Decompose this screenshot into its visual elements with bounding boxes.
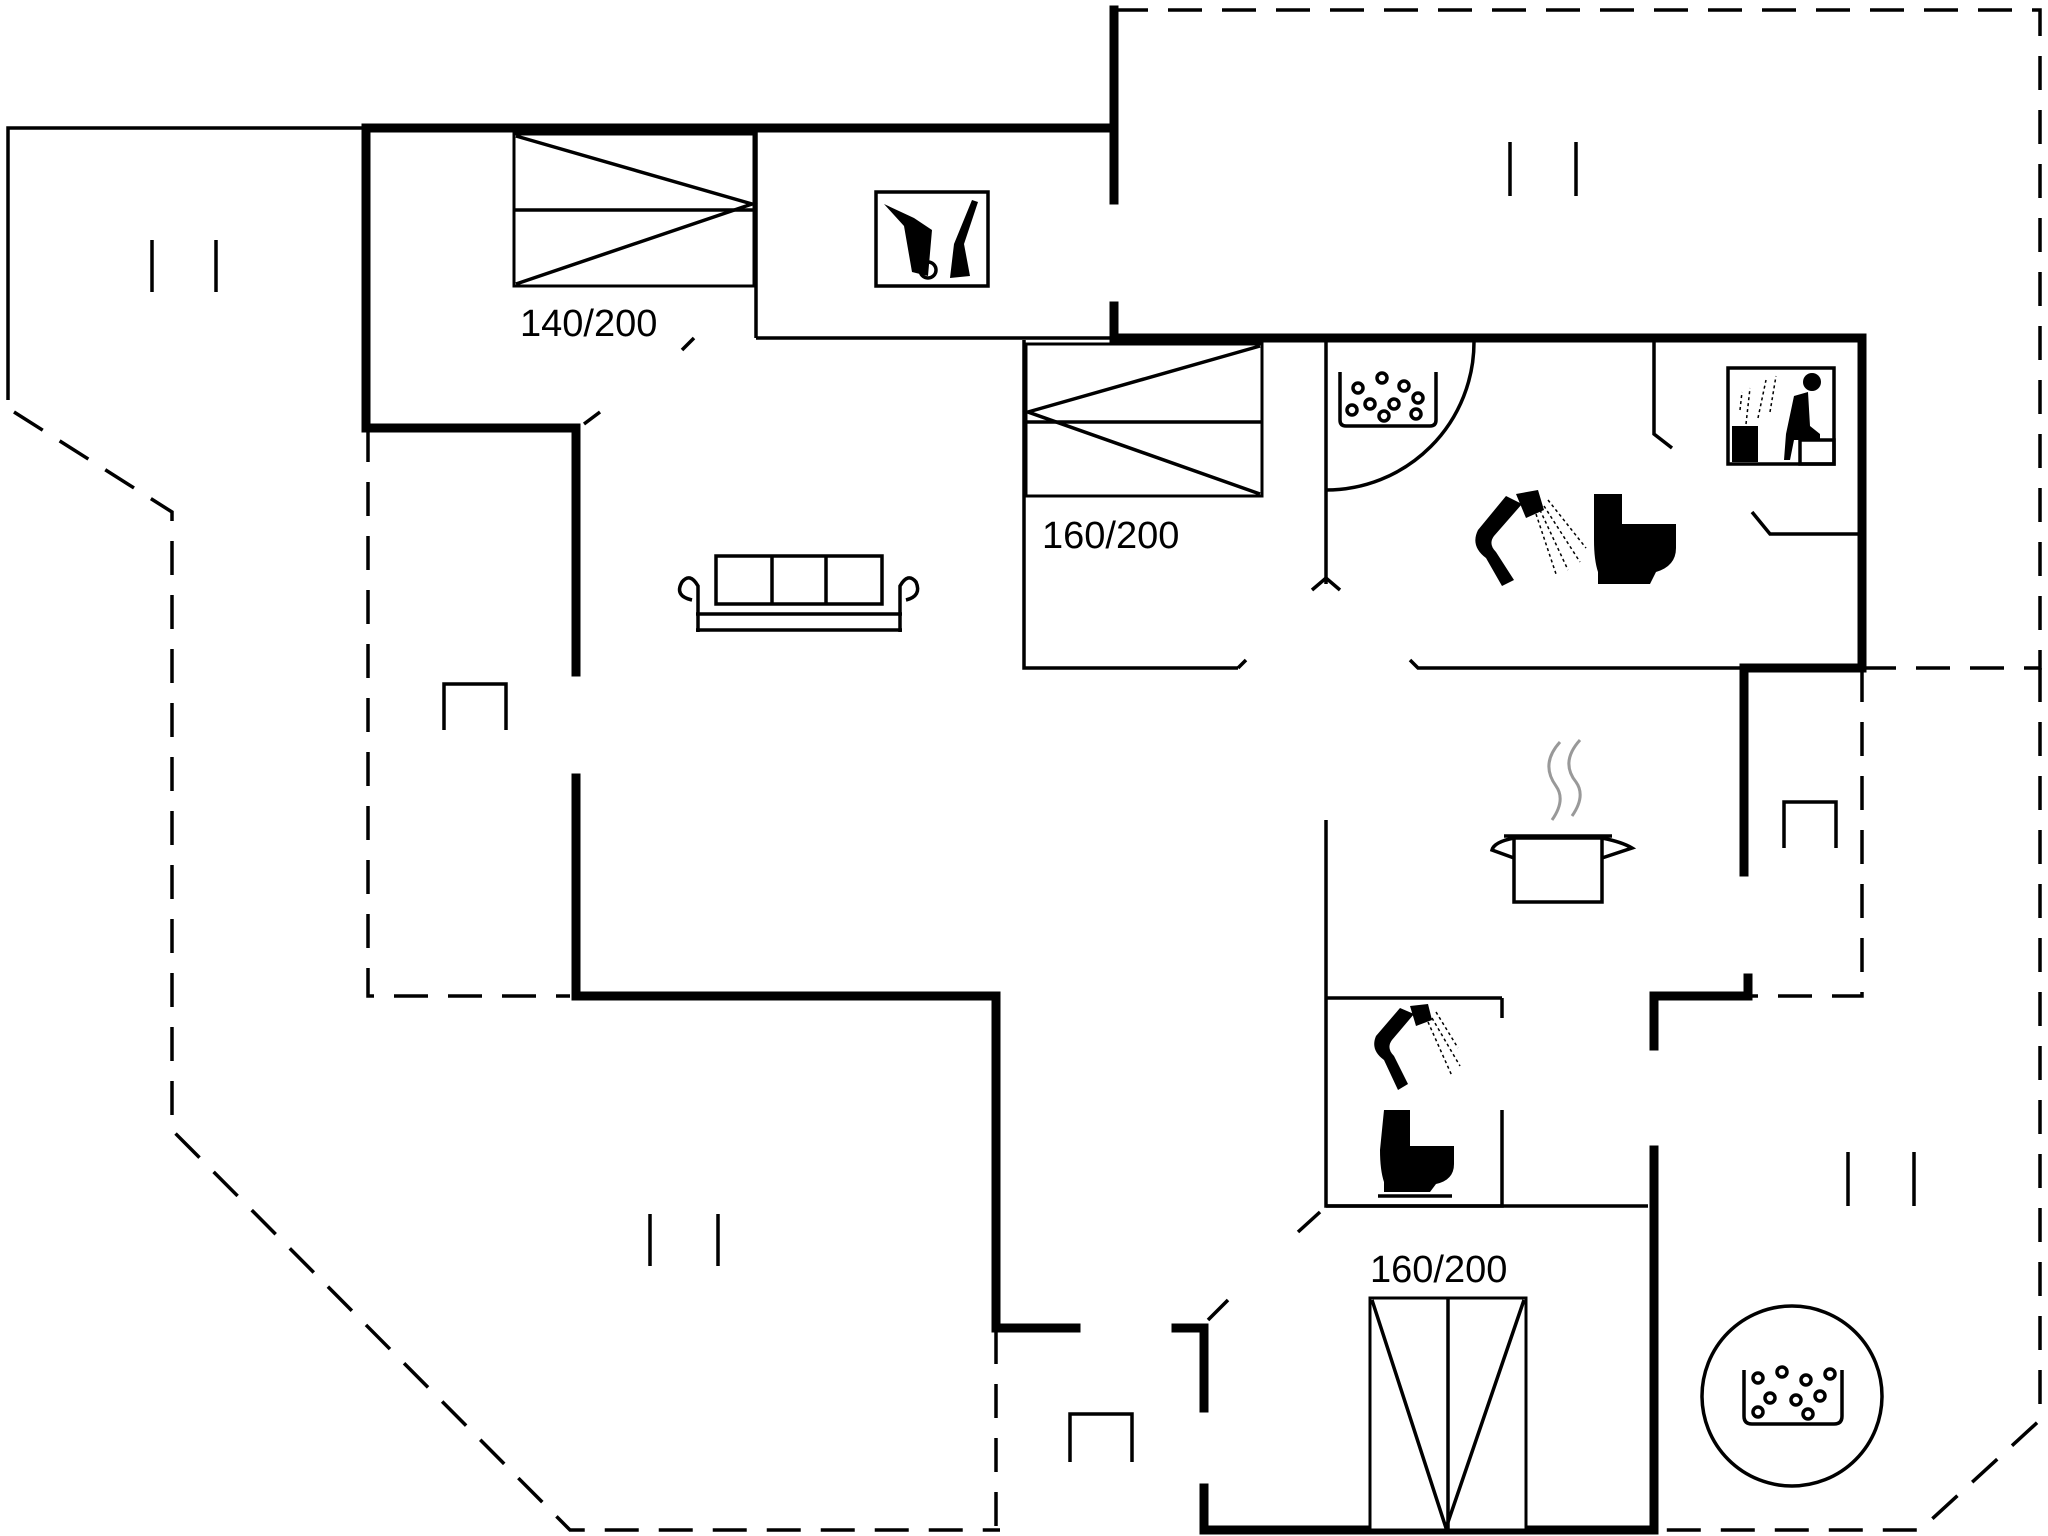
right-terrace-dashed bbox=[1660, 668, 2042, 1532]
bunk-bed-140: 140/200 bbox=[512, 132, 758, 345]
chair-icon bbox=[442, 682, 508, 730]
left-terrace-edge bbox=[6, 126, 366, 400]
utility-room-icon bbox=[874, 190, 990, 288]
whirlpool-icon bbox=[1338, 371, 1438, 428]
interior-walls bbox=[582, 132, 1862, 1322]
left-porch-dashed bbox=[366, 428, 570, 998]
shower-icon bbox=[1374, 1004, 1461, 1090]
toilet-icon bbox=[1378, 1110, 1454, 1198]
hot-tub-icon bbox=[1700, 1304, 1884, 1488]
double-bed-160: 160/200 bbox=[1368, 1249, 1528, 1534]
terrace-marker-icon bbox=[648, 1214, 720, 1266]
terrace-marker-icon bbox=[150, 240, 218, 292]
top-right-terrace-dashed bbox=[1114, 8, 2042, 670]
bed-size-label: 140/200 bbox=[520, 303, 657, 345]
terrace-marker-icon bbox=[1846, 1152, 1916, 1206]
chair-icon bbox=[1068, 1412, 1134, 1462]
bed-size-label: 160/200 bbox=[1370, 1249, 1507, 1291]
kitchen-pot-icon bbox=[1489, 738, 1637, 904]
bunk-bed-160: 160/200 bbox=[1022, 342, 1264, 557]
left-terrace-dashed bbox=[13, 410, 1000, 1532]
right-porch-dashed bbox=[1748, 668, 1864, 998]
sofa-icon bbox=[677, 554, 920, 632]
sauna-icon bbox=[1726, 366, 1836, 466]
toilet-icon bbox=[1594, 494, 1676, 584]
terrace-marker-icon bbox=[1508, 142, 1578, 196]
shower-icon bbox=[1475, 490, 1587, 586]
terrace-outlines bbox=[6, 5, 2042, 1532]
bed-size-label: 160/200 bbox=[1042, 515, 1179, 557]
chair-icon bbox=[1782, 800, 1838, 848]
